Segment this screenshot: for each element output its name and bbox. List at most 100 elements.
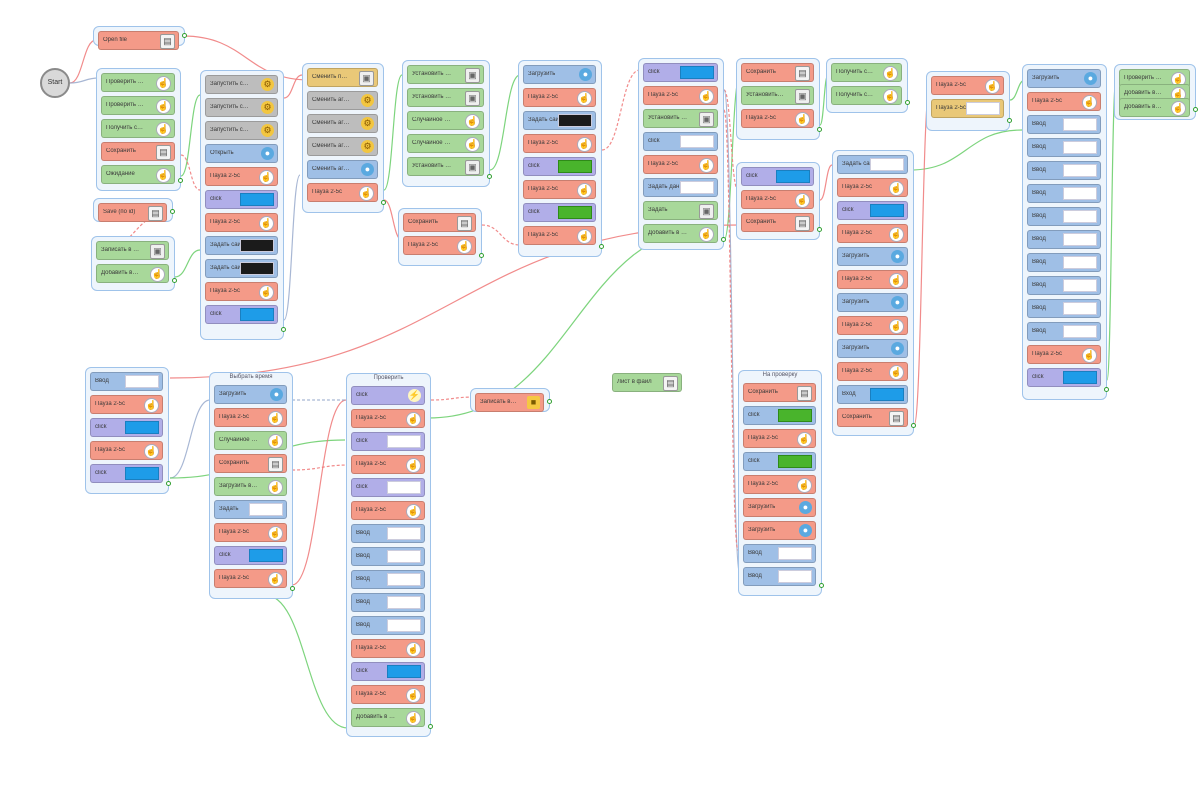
group-g1[interactable]: Проверить ссылку☝Проверить ссылку (для i… xyxy=(96,68,183,191)
block-ввод[interactable]: Ввод xyxy=(351,593,425,612)
block-ввод[interactable]: Ввод xyxy=(1027,230,1101,249)
group-g2[interactable]: Записать в лист▣Добавить в лист☝ xyxy=(91,236,177,291)
block-пауза-2-5с[interactable]: Пауза 2-5с☝ xyxy=(403,236,476,255)
block-добавить-в-лист[interactable]: Добавить в лист☝ xyxy=(351,708,425,727)
block-click[interactable]: click xyxy=(643,132,718,151)
block-сменить-агент[interactable]: Сменить агент⚙ xyxy=(307,137,378,156)
block-click[interactable]: click xyxy=(743,452,816,471)
block-click[interactable]: click xyxy=(741,167,814,186)
block-click[interactable]: click xyxy=(351,662,425,681)
block-пауза-2-5с[interactable]: Пауза 2-5с☝ xyxy=(1027,92,1101,111)
output-port[interactable] xyxy=(290,586,295,591)
output-port[interactable] xyxy=(182,33,187,38)
block-сохранить[interactable]: Сохранить▤ xyxy=(101,142,175,161)
block-click[interactable]: click xyxy=(523,157,596,176)
block-загрузить[interactable]: Загрузить● xyxy=(837,293,908,312)
block-добавить-в-лист[interactable]: Добавить в лист☝ xyxy=(96,264,169,283)
block-загрузить[interactable]: Загрузить● xyxy=(523,65,596,84)
block-click[interactable]: click xyxy=(90,418,163,437)
block-пауза-2-5с[interactable]: Пауза 2-5с☝ xyxy=(205,213,278,232)
block-сменить-агент[interactable]: Сменить агент● xyxy=(307,160,378,179)
block-загрузить[interactable]: Загрузить● xyxy=(837,339,908,358)
block-пауза-2-5с[interactable]: Пауза 2-5с☝ xyxy=(523,134,596,153)
block-ввод[interactable]: Ввод xyxy=(1027,207,1101,226)
block-установить-переменную[interactable]: Установить переменную▣ xyxy=(407,88,484,107)
block-ввод[interactable]: Ввод xyxy=(1027,253,1101,272)
block-click[interactable]: click xyxy=(351,432,425,451)
block-пауза-2-5с[interactable]: Пауза 2-5с☝ xyxy=(214,569,287,588)
output-port[interactable] xyxy=(281,327,286,332)
block-пауза-2-5с[interactable]: Пауза 2-5с☝ xyxy=(307,183,378,202)
block-задать-сайт[interactable]: Задать сайт xyxy=(837,155,908,174)
group-g4[interactable]: Сменить прокси▣Сменить агент⚙Сменить аге… xyxy=(302,63,386,213)
block-click[interactable]: click xyxy=(523,203,596,222)
block-пауза-2-5с[interactable]: Пауза 2-5с xyxy=(931,99,1004,118)
block-запустить-сеть[interactable]: Запустить сеть⚙ xyxy=(205,75,278,94)
output-port[interactable] xyxy=(911,423,916,428)
block-задать-сайт[interactable]: Задать сайт xyxy=(205,236,278,255)
block-случайное-число[interactable]: Случайное число☝ xyxy=(407,111,484,130)
save-list-node[interactable]: Лист в файл▤ xyxy=(612,373,682,392)
group-g6[interactable]: Сохранить▤ Пауза 2-5с☝ xyxy=(398,208,484,266)
block-click[interactable]: click xyxy=(837,201,908,220)
block-задать[interactable]: Задать xyxy=(214,500,287,519)
block-click[interactable]: click xyxy=(205,190,278,209)
block-пауза-2-5с[interactable]: Пауза 2-5с☝ xyxy=(205,167,278,186)
block-задать-данные[interactable]: Задать данные xyxy=(643,178,718,197)
block-ввод[interactable]: Ввод xyxy=(351,547,425,566)
output-port[interactable] xyxy=(547,399,552,404)
block-пауза-2-5с[interactable]: Пауза 2-5с☝ xyxy=(523,226,596,245)
output-port[interactable] xyxy=(172,278,177,283)
block-сохранить[interactable]: Сохранить▤ xyxy=(741,63,814,82)
output-port[interactable] xyxy=(817,227,822,232)
output-port[interactable] xyxy=(1104,387,1109,392)
output-port[interactable] xyxy=(1007,118,1012,123)
block-ожидание[interactable]: Ожидание☝ xyxy=(101,165,175,184)
block-ввод[interactable]: Ввод xyxy=(351,616,425,635)
output-port[interactable] xyxy=(178,178,183,183)
group-g_sg[interactable]: Save (по id)▤ xyxy=(93,198,175,222)
start-node[interactable]: Start xyxy=(40,68,70,98)
block-запустить-сеть[interactable]: Запустить сеть⚙ xyxy=(205,98,278,117)
block-запустить-сеть[interactable]: Запустить сеть⚙ xyxy=(205,121,278,140)
block-ввод[interactable]: Ввод xyxy=(743,544,816,563)
block-ввод[interactable]: Ввод xyxy=(1027,299,1101,318)
group-g5[interactable]: Установить переменную▣ Установить перемен… xyxy=(402,60,492,187)
block-получить-ссылку[interactable]: Получить ссылку☝ xyxy=(101,119,175,138)
group-g3[interactable]: Запустить сеть⚙ Запустить сеть⚙ Запустить … xyxy=(200,70,286,340)
block-случайное-число[interactable]: Случайное число☝ xyxy=(407,134,484,153)
group-g15[interactable]: Проверить ссылку☝Добавить в лист☝Добавит… xyxy=(1114,64,1198,120)
output-port[interactable] xyxy=(905,100,910,105)
block-ввод[interactable]: Ввод xyxy=(1027,115,1101,134)
block-пауза-2-5с[interactable]: Пауза 2-5с☝ xyxy=(351,501,425,520)
block-пауза-2-5с[interactable]: Пауза 2-5с☝ xyxy=(205,282,278,301)
block-пауза-2-5с[interactable]: Пауза 2-5с☝ xyxy=(837,362,908,381)
block-пауза-2-5с[interactable]: Пауза 2-5с☝ xyxy=(351,685,425,704)
output-port[interactable] xyxy=(721,237,726,242)
block-пауза-2-5с[interactable]: Пауза 2-5с☝ xyxy=(1027,345,1101,364)
block-записать-в-лист[interactable]: Записать в лист■ xyxy=(475,393,544,412)
block-пауза-2-5с[interactable]: Пауза 2-5с☝ xyxy=(214,408,287,427)
block-проверить-ссылку-для-id[interactable]: Проверить ссылку (для id)☝ xyxy=(101,96,175,115)
output-port[interactable] xyxy=(428,724,433,729)
block-получить-ссылку[interactable]: Получить ссылку☝ xyxy=(831,86,902,105)
block-ввод[interactable]: Ввод xyxy=(743,567,816,586)
block-ввод[interactable]: Ввод xyxy=(1027,161,1101,180)
block-ввод[interactable]: Ввод xyxy=(1027,138,1101,157)
output-port[interactable] xyxy=(381,200,386,205)
block-open-file[interactable]: Open file▤ xyxy=(98,31,179,50)
block-click[interactable]: click xyxy=(205,305,278,324)
block-сохранить[interactable]: Сохранить▤ xyxy=(403,213,476,232)
block-задать[interactable]: Задать▣ xyxy=(643,201,718,220)
block-установить-переменную[interactable]: Установить переменную▣ xyxy=(407,65,484,84)
output-port[interactable] xyxy=(1193,107,1198,112)
block-сохранить[interactable]: Сохранить▤ xyxy=(741,213,814,232)
